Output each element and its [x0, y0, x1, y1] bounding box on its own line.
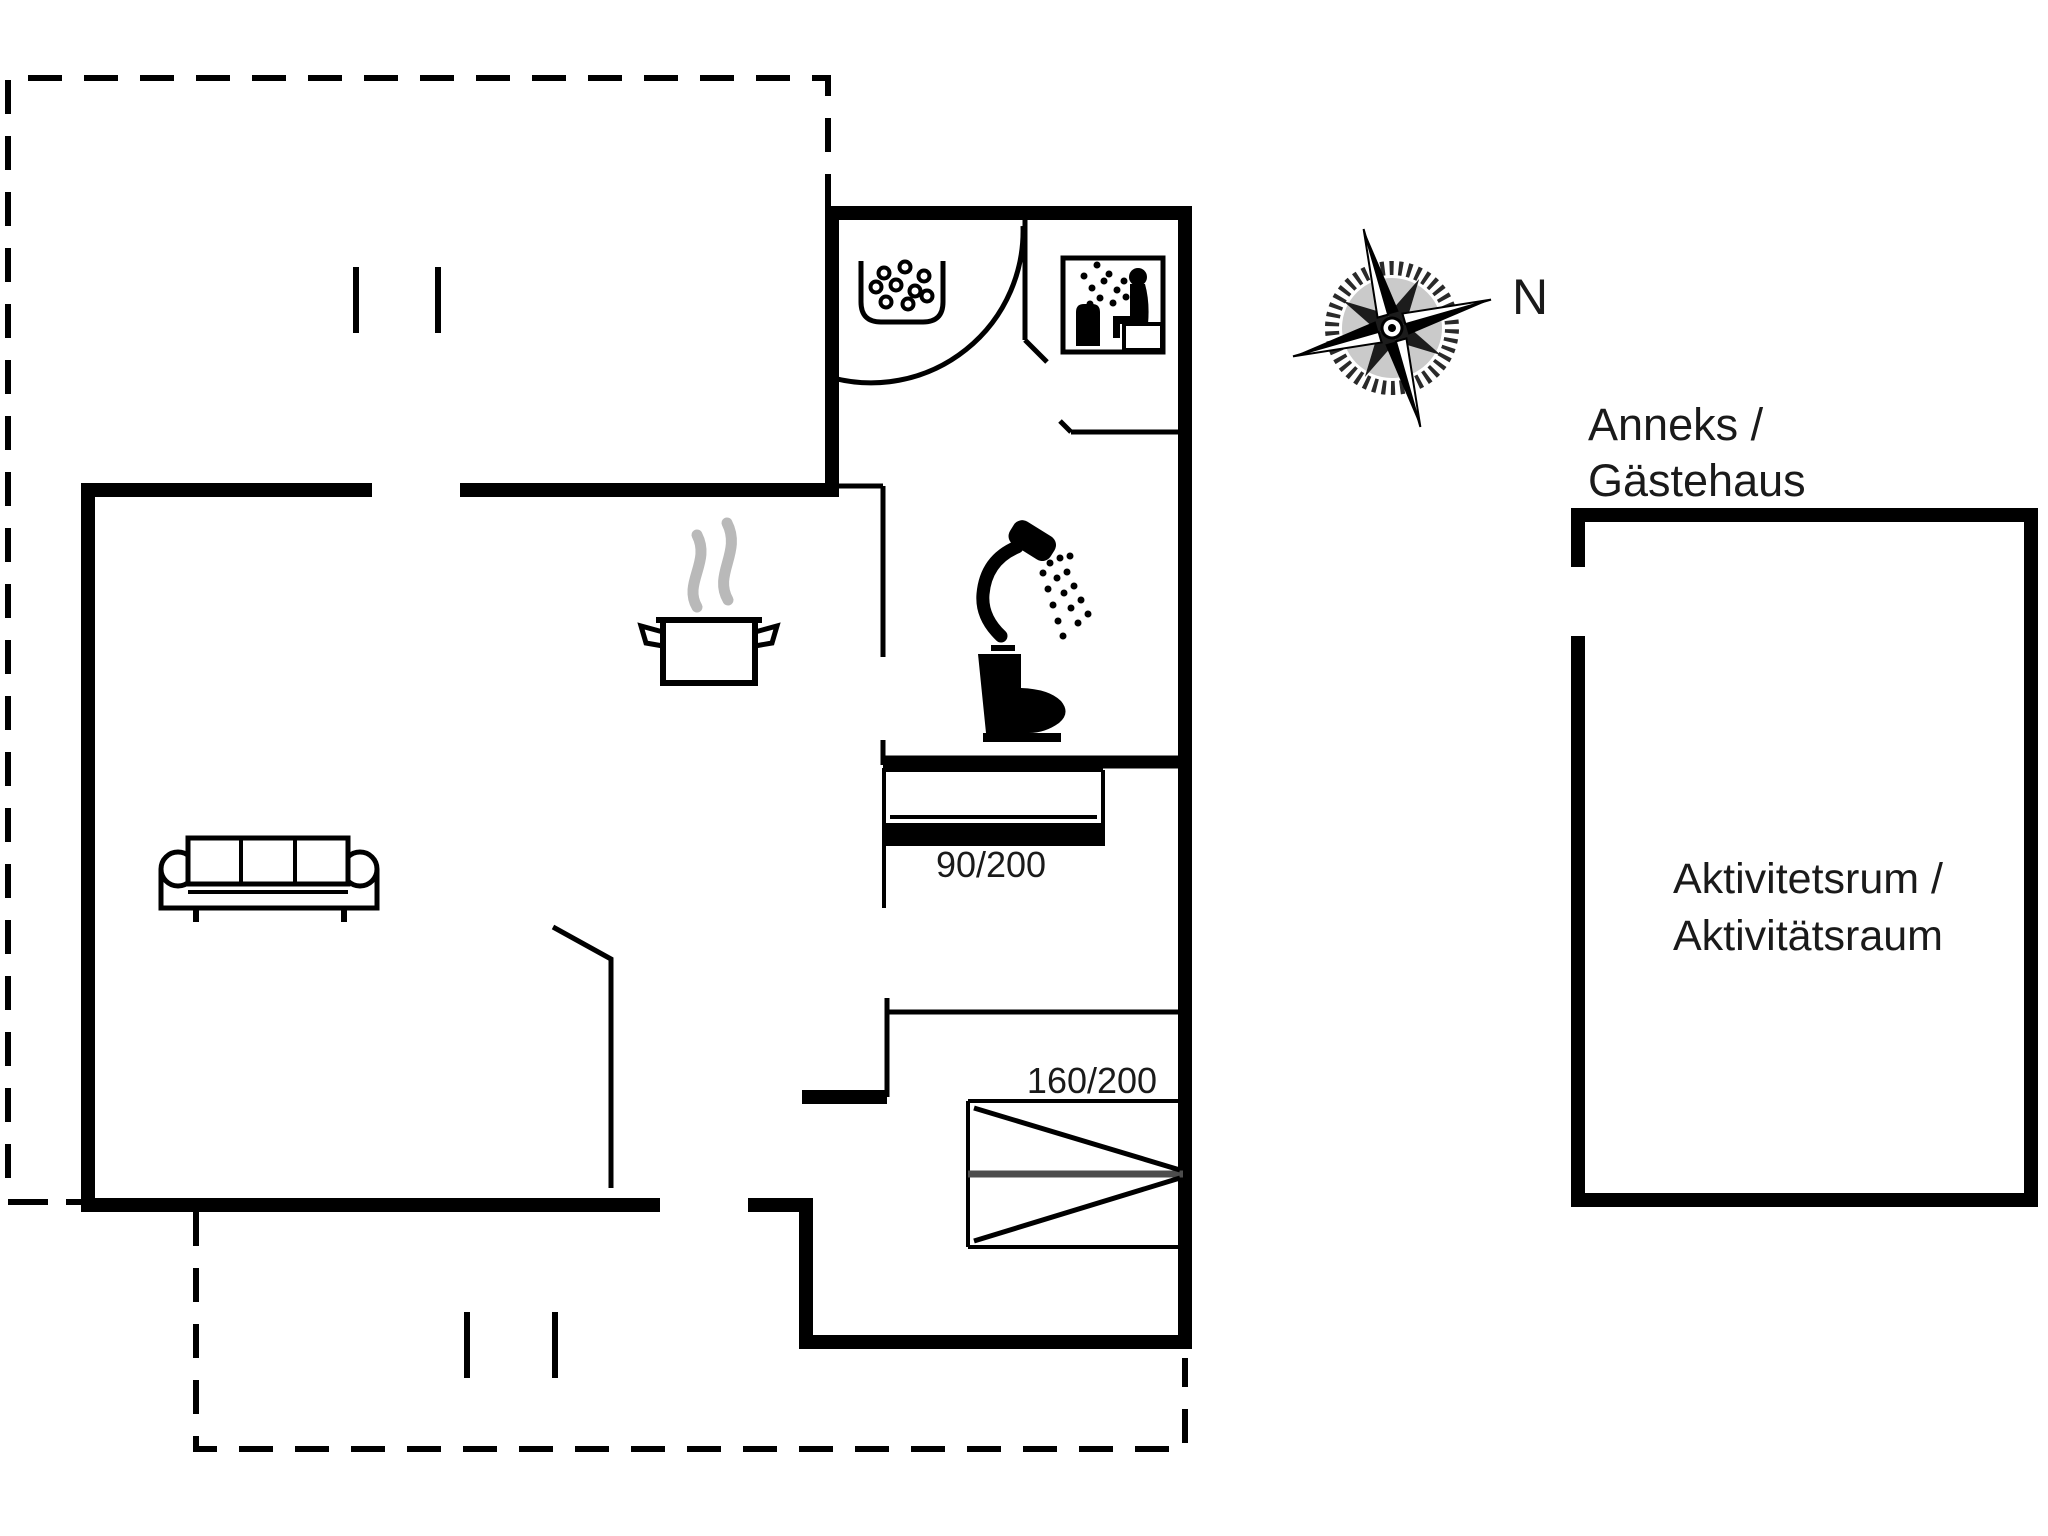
bed-single-size-label: 90/200: [936, 844, 1046, 885]
annex-walls: [1571, 508, 2038, 1207]
terrace-outline-bottom: [193, 1212, 1188, 1452]
terrace-outline-top: [5, 75, 831, 1205]
cooking-pot-icon: [637, 517, 781, 686]
door-arc: [832, 225, 1026, 386]
activity-room-label-line1: Aktivitetsrum /: [1673, 855, 1943, 903]
toilet-icon: [978, 645, 1066, 742]
bed-double-size-label: 160/200: [1027, 1060, 1157, 1101]
compass-rose-icon: [1292, 228, 1492, 428]
window-marks: [353, 267, 558, 1378]
sauna-icon: [1060, 255, 1166, 355]
activity-room-label-line2: Aktivitätsraum: [1673, 912, 1943, 960]
annex-title-line1: Anneks /: [1588, 399, 1764, 450]
annex-title-line2: Gästehaus: [1588, 455, 1806, 506]
shower-icon: [976, 520, 1092, 643]
washbasin-icon: [858, 259, 946, 325]
exterior-walls: [81, 206, 1192, 1349]
north-label: N: [1512, 269, 1548, 325]
bed-double: [966, 1099, 1183, 1249]
bed-single: [882, 768, 1105, 908]
interior-walls: [551, 218, 1185, 1188]
sofa-icon: [158, 835, 380, 922]
